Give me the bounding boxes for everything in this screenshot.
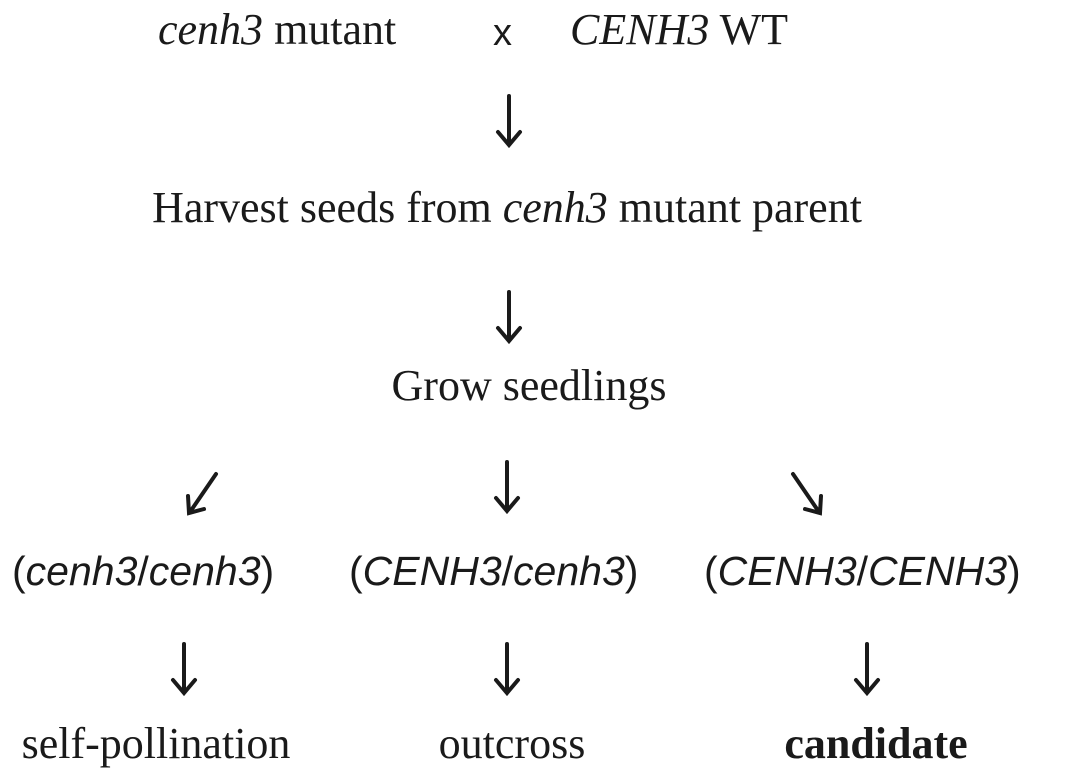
step-harvest-gene: cenh3 xyxy=(502,183,608,232)
genotype-left-slash: / xyxy=(137,548,149,594)
genotype-right-allele-a: CENH3 xyxy=(717,548,857,594)
arrow-outcome-right xyxy=(847,642,887,698)
outcome-outcross: outcross xyxy=(439,722,586,766)
genotype-middle-allele-a: CENH3 xyxy=(362,548,502,594)
genotype-middle-open: ( xyxy=(349,548,363,594)
step-harvest-before: Harvest seeds from xyxy=(152,183,503,232)
genotype-left-close: ) xyxy=(260,548,275,594)
genotype-right-allele-b: CENH3 xyxy=(868,548,1008,594)
arrow-branch-middle xyxy=(487,460,527,516)
genotype-right-slash: / xyxy=(856,548,869,594)
genotype-left-allele-b: cenh3 xyxy=(148,548,261,594)
genotype-middle-allele-b: cenh3 xyxy=(513,548,625,594)
outcome-candidate: candidate xyxy=(784,722,967,766)
cross-right-gene: CENH3 xyxy=(570,5,710,54)
cross-left-rest: mutant xyxy=(263,5,397,54)
genotype-left-open: ( xyxy=(12,548,26,594)
arrow-branch-right xyxy=(787,466,827,522)
genotype-right: (CENH3/CENH3) xyxy=(704,551,1021,592)
step-grow-seedlings: Grow seedlings xyxy=(392,364,667,408)
step-harvest-after: mutant parent xyxy=(607,183,862,232)
outcome-self-pollination-label: self-pollination xyxy=(21,719,291,768)
arrow-branch-left xyxy=(182,466,222,522)
arrow-outcome-middle xyxy=(487,642,527,698)
genotype-left-allele-a: cenh3 xyxy=(25,548,138,594)
arrow-down-1 xyxy=(489,94,529,150)
cross-right-rest: WT xyxy=(709,5,788,54)
genotype-middle-slash: / xyxy=(501,548,514,594)
outcome-self-pollination: self-pollination xyxy=(22,722,291,766)
cross-symbol: x xyxy=(493,14,512,52)
arrow-outcome-left xyxy=(164,642,204,698)
genotype-right-close: ) xyxy=(1007,548,1021,594)
genotype-right-open: ( xyxy=(704,548,718,594)
genotype-middle: (CENH3/cenh3) xyxy=(349,551,638,592)
genotype-left: (cenh3/cenh3) xyxy=(12,551,274,592)
arrow-down-2 xyxy=(489,290,529,346)
step-harvest-seeds: Harvest seeds from cenh3 mutant parent xyxy=(152,186,862,230)
outcome-outcross-label: outcross xyxy=(438,719,586,768)
cross-right-parent: CENH3 WT xyxy=(570,8,788,52)
cross-left-gene: cenh3 xyxy=(158,5,264,54)
genotype-middle-close: ) xyxy=(624,548,639,594)
cross-symbol-text: x xyxy=(493,12,512,54)
step-grow-text: Grow seedlings xyxy=(391,361,667,410)
cross-left-parent: cenh3 mutant xyxy=(158,8,396,52)
outcome-candidate-label: candidate xyxy=(784,719,968,768)
